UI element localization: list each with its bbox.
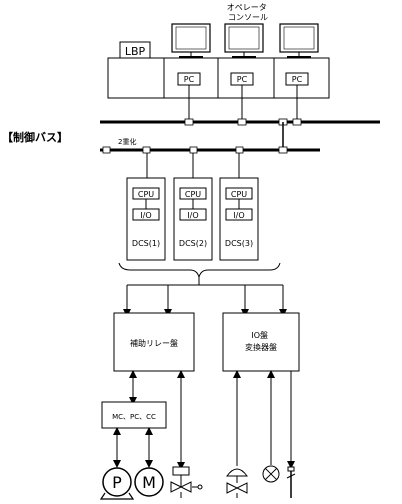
svg-text:PC: PC xyxy=(184,75,195,84)
svg-text:DCS(2): DCS(2) xyxy=(179,239,207,248)
svg-text:CPU: CPU xyxy=(231,190,247,199)
dcs-group-brace xyxy=(118,262,281,279)
svg-text:CPU: CPU xyxy=(138,190,154,199)
printer-label: LBP xyxy=(125,45,146,58)
dcs-unit: CPU I/O DCS(2) xyxy=(173,177,213,261)
svg-text:I/O: I/O xyxy=(140,211,151,220)
mcc-box: MC、PC、CC xyxy=(101,401,167,429)
svg-text:CPU: CPU xyxy=(185,190,201,199)
redundancy-label: 2重化 xyxy=(118,137,136,146)
svg-text:DCS(1): DCS(1) xyxy=(132,239,160,248)
svg-text:補助リレー盤: 補助リレー盤 xyxy=(130,338,178,348)
pc-box: PC xyxy=(177,72,201,86)
io-converter-panel: IO盤 変換器盤 xyxy=(222,312,300,372)
monitor-icon xyxy=(224,23,264,58)
console-label: オペレータ コンソール xyxy=(227,3,270,22)
svg-text:M: M xyxy=(142,473,156,492)
pc-box: PC xyxy=(285,72,309,86)
aux-relay-panel: 補助リレー盤 xyxy=(113,312,195,372)
motor-valve-icon xyxy=(170,466,203,498)
bus-label: 【制御バス】 xyxy=(2,130,68,144)
io-panel-line1: IO盤 xyxy=(251,330,268,340)
svg-text:P: P xyxy=(112,473,122,492)
console-label-line1: オペレータ xyxy=(227,3,267,12)
svg-text:IO盤 変換器盤: IO盤 変換器盤 xyxy=(245,330,277,352)
dcs-unit: CPU I/O DCS(3) xyxy=(219,177,259,261)
indicator-lamp-icon xyxy=(262,465,280,483)
monitor-icon xyxy=(279,23,319,58)
pump-icon: P xyxy=(99,467,135,500)
control-valve-icon xyxy=(226,468,248,498)
pc-box: PC xyxy=(230,72,254,86)
pc-drop-lines xyxy=(188,85,298,121)
distribution-arrows xyxy=(123,285,287,317)
motor-icon: M xyxy=(134,467,164,497)
bus-tap xyxy=(102,146,288,154)
sensor-icon xyxy=(286,466,296,498)
svg-text:PC: PC xyxy=(292,75,303,84)
printer-lbp: LBP xyxy=(119,41,151,59)
svg-text:MC、PC、CC: MC、PC、CC xyxy=(112,413,156,421)
svg-text:PC: PC xyxy=(237,75,248,84)
svg-text:DCS(3): DCS(3) xyxy=(225,239,253,248)
console-label-line2: コンソール xyxy=(228,13,268,22)
monitor-icon xyxy=(171,23,211,58)
svg-text:I/O: I/O xyxy=(233,211,244,220)
io-panel-line2: 変換器盤 xyxy=(245,342,277,352)
svg-text:I/O: I/O xyxy=(187,211,198,220)
dcs-unit: CPU I/O DCS(1) xyxy=(126,177,166,261)
